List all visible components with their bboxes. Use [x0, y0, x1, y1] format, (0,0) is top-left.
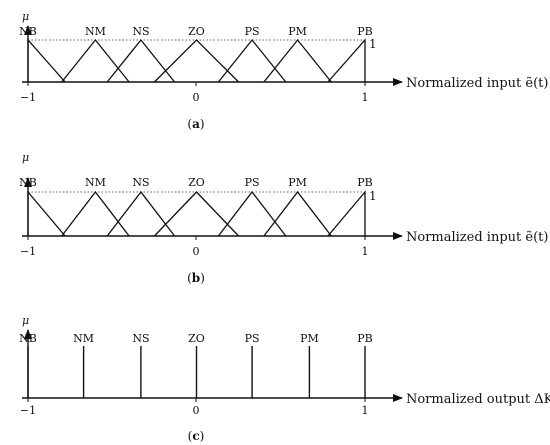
- set-label-pm: PM: [288, 25, 307, 38]
- set-label-ps: PS: [245, 176, 260, 189]
- set-labels: NB NM NS ZO PS PM PB: [19, 25, 373, 38]
- set-label-zo: ZO: [188, 332, 205, 345]
- set-label-pb: PB: [357, 25, 373, 38]
- tick-label-0: 0: [193, 91, 200, 104]
- mf-pb: [327, 190, 366, 237]
- set-label-zo: ZO: [188, 25, 205, 38]
- set-label-nb: NB: [19, 25, 37, 38]
- axis-label: Normalized input ẽ(t): [406, 230, 548, 245]
- set-label-nm: NM: [85, 176, 106, 189]
- set-labels: NB NM NS ZO PS PM PB: [19, 176, 373, 189]
- set-label-ns: NS: [132, 332, 149, 345]
- one-label: 1: [369, 189, 377, 203]
- mf-pb: [327, 38, 366, 83]
- mf-ns: [106, 190, 176, 237]
- set-label-ns: NS: [132, 176, 149, 189]
- set-label-zo: ZO: [188, 176, 205, 189]
- caption: (c): [188, 429, 205, 443]
- set-labels: NB NM NS ZO PS PM PB: [19, 332, 373, 345]
- mu-label: μ: [22, 10, 29, 23]
- set-label-nb: NB: [19, 176, 37, 189]
- tick-label-minus1: −1: [20, 91, 36, 104]
- mf-nb: [27, 38, 66, 83]
- tick-label-0: 0: [193, 245, 200, 258]
- set-label-nb: NB: [19, 332, 37, 345]
- set-label-nm: NM: [73, 332, 94, 345]
- mf-ps: [217, 190, 287, 237]
- tick-label-minus1: −1: [20, 404, 36, 417]
- one-label: 1: [369, 37, 377, 51]
- panel-b: μ 1 NB NM NS ZO PS PM PB −1 0 1 Normalized inp…: [19, 151, 548, 285]
- mf-pm: [263, 190, 332, 237]
- set-label-pm: PM: [300, 332, 319, 345]
- mf-zo: [153, 191, 240, 237]
- mf-nb: [27, 190, 66, 237]
- membership-triangles: [27, 190, 366, 237]
- set-label-ps: PS: [245, 25, 260, 38]
- mf-ns: [106, 38, 176, 83]
- set-label-nm: NM: [85, 25, 106, 38]
- mu-label: μ: [22, 314, 29, 327]
- panel-c: μ NB NM NS ZO PS PM PB −1 0 1 Normalized outpu…: [19, 314, 550, 443]
- tick-label-0: 0: [193, 404, 200, 417]
- caption: (b): [187, 271, 205, 285]
- caption: (a): [187, 117, 204, 131]
- set-label-ps: PS: [245, 332, 260, 345]
- mu-label: μ: [22, 151, 29, 164]
- singleton-spikes: [27, 346, 366, 398]
- axis-label: Normalized output ΔK: [406, 392, 550, 407]
- tick-label-1: 1: [362, 91, 369, 104]
- set-label-pm: PM: [288, 176, 307, 189]
- set-label-pb: PB: [357, 176, 373, 189]
- tick-label-minus1: −1: [20, 245, 36, 258]
- set-label-pb: PB: [357, 332, 373, 345]
- panel-a: μ 1 NB NM NS ZO PS PM PB −1 0 1 Normalized inp…: [19, 10, 548, 131]
- membership-triangles: [27, 38, 366, 83]
- tick-label-1: 1: [362, 245, 369, 258]
- mf-nm: [61, 190, 130, 237]
- mf-zo: [153, 39, 240, 83]
- mf-nm: [61, 38, 130, 83]
- set-label-ns: NS: [132, 25, 149, 38]
- tick-label-1: 1: [362, 404, 369, 417]
- mf-ps: [217, 38, 287, 83]
- mf-pm: [263, 38, 332, 83]
- axis-label: Normalized input ẽ(t): [406, 76, 548, 91]
